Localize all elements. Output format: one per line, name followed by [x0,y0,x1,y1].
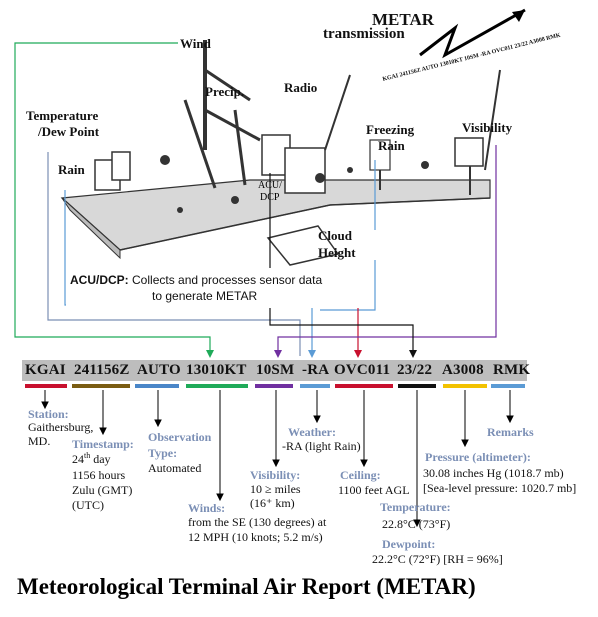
token-winds: 13010KT [186,362,247,378]
connector-visibility [277,145,497,356]
observation-value: Automated [148,461,202,475]
station-line2: MD. [28,434,51,448]
visibility-sensor-drawing [454,137,484,167]
visibility-line2: (16⁺ km) [250,496,295,510]
timestamp-day: 24th day [72,451,111,467]
weather-value: -RA (light Rain) [282,439,361,453]
station-line1: Gaithersburg, [28,420,94,434]
bar-ceiling [335,384,393,388]
temperature-title: Temperature: [380,500,451,514]
metar-code-strip: KGAI 241156Z AUTO 13010KT 10SM -RA OVC01… [22,360,531,381]
weather-title: Weather: [288,425,336,439]
token-observation: AUTO [137,362,181,378]
bar-pressure [443,384,487,388]
label-acu: ACU/ [258,180,282,191]
acu-note-line2: to generate METAR [152,289,258,303]
bar-weather [300,384,330,388]
label-temperature: Temperature [26,108,99,123]
timestamp-hours: 1156 hours [72,468,126,482]
observation-title: Observation [148,430,212,444]
connector-wind [14,42,211,356]
token-bars [25,384,525,388]
timestamp-title: Timestamp: [72,437,134,451]
label-wind: Wind [180,36,211,51]
ceiling-title: Ceiling: [340,468,381,482]
connector-acu [269,173,414,356]
label-dcp: DCP [260,192,280,203]
label-precip: Precip. [205,84,245,99]
label-radio: Radio [284,80,318,95]
bar-winds [186,384,248,388]
token-station: KGAI [25,362,66,378]
label-cloud: Cloud [318,228,352,243]
connector-temperature [47,152,301,356]
cloud-height-pad [266,225,340,266]
transmission-bolt [419,8,526,59]
metar-label: METAR [372,10,435,29]
acu-note-line1: Collects and processes sensor data [132,273,323,287]
winds-title: Winds: [188,501,226,515]
pressure-line2: [Sea-level pressure: 1020.7 mb] [423,481,577,495]
token-weather: -RA [302,362,330,378]
bar-remarks [491,384,525,388]
radio-box-drawing [284,147,326,194]
observation-type: Type: [148,446,178,460]
dewpoint-value: 22.2°C (72°F) [RH = 96%] [372,552,503,566]
token-ceiling: OVC011 [334,362,391,378]
label-dew-point: /Dew Point [38,124,100,139]
temperature-sensor-drawing [111,151,131,181]
winds-line2: 12 MPH (10 knots; 5.2 m/s) [188,530,323,544]
bar-temp [398,384,436,388]
visibility-line1: 10 ≥ miles [250,482,301,496]
label-freezing: Freezing [366,122,415,137]
page-title: Meteorological Terminal Air Report (META… [17,574,476,599]
pressure-line1: 30.08 inches Hg (1018.7 mb) [423,466,564,480]
bar-kgai [25,384,67,388]
dewpoint-title: Dewpoint: [382,537,436,551]
radio-antenna [324,74,351,151]
label-cloud-height: Height [318,245,356,260]
visibility-title: Visibility: [250,468,301,482]
token-remarks: RMK [493,362,531,378]
platform-side [61,197,121,260]
label-freezing-rain: Rain [378,138,405,153]
bar-timestamp [72,384,130,388]
label-rain: Rain [58,162,85,177]
acu-note: ACU/DCP: Collects and processes sensor d… [66,268,362,308]
bar-visibility [255,384,293,388]
transmission-label: transmission [323,26,405,42]
remarks-title: Remarks [487,425,534,439]
acu-note-label: ACU/DCP: [70,273,129,287]
bar-auto [135,384,179,388]
label-visibility: Visibility [462,120,513,135]
temperature-value: 22.8°C (73°F) [382,517,451,531]
token-temp-dewpoint: 23/22 [397,362,433,378]
station-title: Station: [28,407,69,421]
token-pressure: A3008 [442,362,484,378]
rain-gauge-drawing [94,159,121,191]
token-visibility: 10SM [256,362,295,378]
timestamp-zulu: Zulu (GMT) [72,483,133,497]
pressure-title: Pressure (altimeter): [425,450,531,464]
winds-line1: from the SE (130 degrees) at [188,515,327,529]
token-timestamp: 241156Z [74,362,130,378]
ceiling-value: 1100 feet AGL [338,483,410,497]
timestamp-utc: (UTC) [72,498,104,512]
